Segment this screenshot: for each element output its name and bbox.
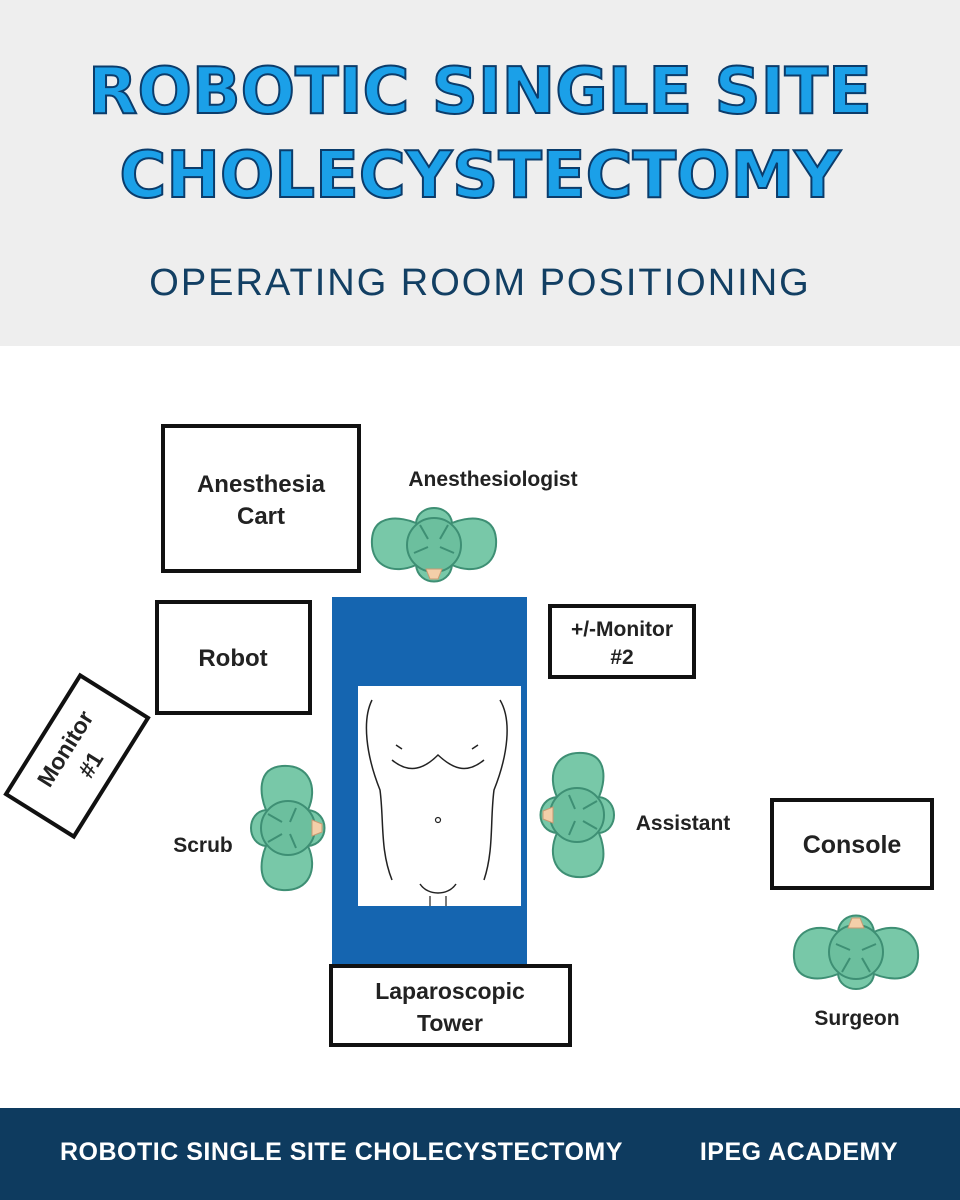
monitor-2-label-2: #2 [610,646,633,669]
title-line-1: ROBOTIC SINGLE SITE [87,54,873,130]
scrub-figure [250,764,326,892]
footer-brand: IPEG ACADEMY [699,1138,898,1166]
laparoscopic-tower: Laparoscopic Tower [329,964,572,1047]
footer-bar: ROBOTIC SINGLE SITE CHOLECYSTECTOMY IPEG… [0,1108,960,1200]
or-layout-svg: Anesthesia Cart Robot Monitor #1 +/-Moni… [3,424,934,1047]
console-label: Console [803,831,902,859]
anesthesiologist-figure [370,507,498,583]
patient-torso [358,686,521,906]
anesthesia-cart-label-2: Cart [237,503,285,530]
laparoscopic-tower-label-2: Tower [417,1010,483,1036]
or-positioning-diagram: Anesthesia Cart Robot Monitor #1 +/-Moni… [0,346,960,1108]
anesthesia-cart-label-1: Anesthesia [197,471,326,498]
robot-label: Robot [198,645,267,672]
monitor-2: +/-Monitor #2 [548,604,696,679]
anesthesia-cart: Anesthesia Cart [161,424,361,573]
footer-title: ROBOTIC SINGLE SITE CHOLECYSTECTOMY [60,1138,623,1166]
console: Console [770,798,934,890]
page-subtitle: OPERATING ROOM POSITIONING [149,262,811,304]
assistant-figure [539,751,615,879]
assistant-label: Assistant [636,812,731,835]
monitor-1: Monitor #1 [3,672,151,840]
monitor-2-label-1: +/-Monitor [571,618,673,641]
scrub-label: Scrub [173,834,233,857]
laparoscopic-tower-label-1: Laparoscopic [375,978,525,1004]
surgeon-label: Surgeon [814,1007,899,1030]
anesthesiologist-label: Anesthesiologist [408,468,577,491]
robot: Robot [155,600,312,715]
title-line-2: CHOLECYSTECTOMY [118,138,841,214]
page-title: ROBOTIC SINGLE SITE CHOLECYSTECTOMY [0,50,960,218]
header-banner: ROBOTIC SINGLE SITE CHOLECYSTECTOMY OPER… [0,0,960,346]
surgeon-figure [792,914,920,990]
